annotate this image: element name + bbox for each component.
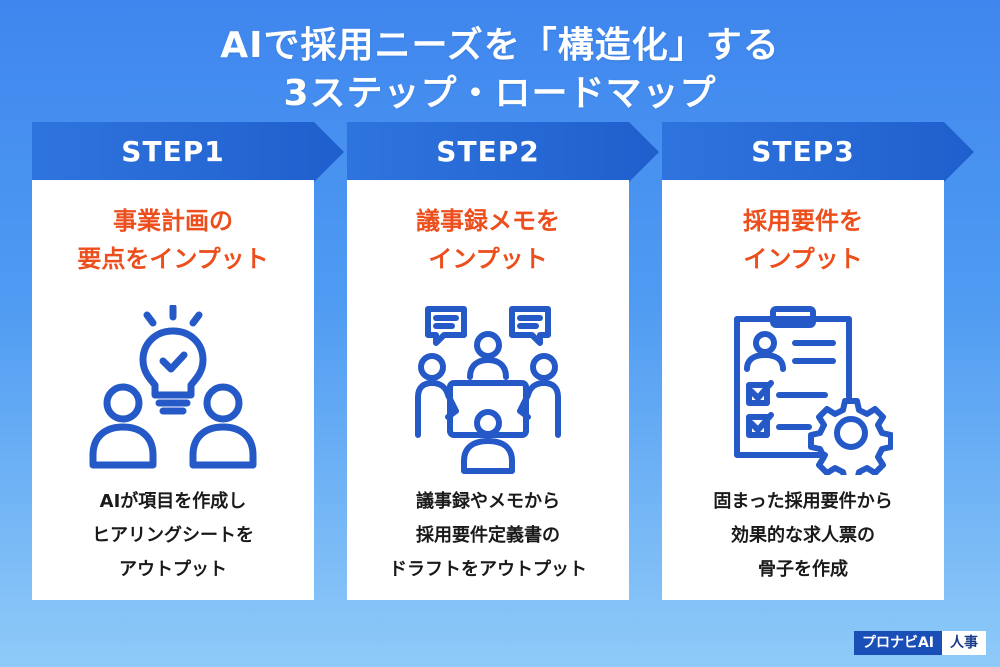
step-1-card: 事業計画の 要点をインプット AIが項	[32, 180, 314, 600]
step-1-description-line-2: ヒアリングシートを	[92, 525, 254, 546]
step-2-card: 議事録メモを インプット	[347, 180, 629, 600]
step-banner-arrow	[662, 122, 974, 182]
step-1-banner: STEP1	[32, 122, 344, 182]
step-1-description-line-1: AIが項目を作成し	[99, 491, 247, 512]
title-line-2: 3ステップ・ロードマップ	[283, 73, 717, 114]
step-3-description-line-3: 骨子を作成	[758, 559, 848, 580]
step-1-label: STEP1	[121, 135, 225, 168]
step-3-description-line-2: 効果的な求人票の	[731, 525, 875, 546]
step-3-description-line-1: 固まった採用要件から	[713, 491, 893, 512]
step-2-heading-line-1: 議事録メモを	[416, 207, 560, 235]
step-1: STEP1 事業計画の 要点をインプット	[32, 122, 344, 600]
step-1-heading-line-1: 事業計画の	[113, 207, 233, 235]
step-1-description-line-3: アウトプット	[119, 559, 227, 580]
brand-logo: プロナビAI 人事	[853, 631, 986, 655]
step-2-heading: 議事録メモを インプット	[347, 202, 629, 278]
step-2-description-line-2: 採用要件定義書の	[416, 525, 560, 546]
step-3-label: STEP3	[751, 135, 855, 168]
step-1-heading-line-2: 要点をインプット	[77, 245, 269, 273]
step-2-banner: STEP2	[347, 122, 659, 182]
step-2-description-line-1: 議事録やメモから	[416, 491, 560, 512]
step-2-label: STEP2	[436, 135, 540, 168]
title-line-1: AIで採用ニーズを「構造化」する	[220, 25, 780, 66]
meeting-table-icon	[415, 306, 561, 474]
page-title: AIで採用ニーズを「構造化」する 3ステップ・ロードマップ	[0, 22, 1000, 118]
step-3-heading-line-1: 採用要件を	[743, 207, 863, 235]
step-3-banner: STEP3	[662, 122, 974, 182]
step-2: STEP2 議事録メモを インプット	[347, 122, 659, 600]
step-banner-arrow	[347, 122, 659, 182]
step-3-description: 固まった採用要件から 効果的な求人票の 骨子を作成	[662, 485, 944, 587]
step-2-heading-line-2: インプット	[428, 245, 548, 273]
step-1-description: AIが項目を作成し ヒアリングシートを アウトプット	[32, 485, 314, 587]
lightbulb-two-people-icon	[89, 305, 257, 469]
step-2-description: 議事録やメモから 採用要件定義書の ドラフトをアウトプット	[347, 485, 629, 587]
step-2-description-line-3: ドラフトをアウトプット	[389, 559, 587, 580]
step-1-heading: 事業計画の 要点をインプット	[32, 202, 314, 278]
step-3-heading-line-2: インプット	[743, 245, 863, 273]
step-3: STEP3 採用要件を インプット	[662, 122, 974, 600]
clipboard-checklist-gear-icon	[734, 306, 893, 475]
brand-name: プロナビAI	[853, 631, 942, 655]
step-3-heading: 採用要件を インプット	[662, 202, 944, 278]
brand-suffix: 人事	[942, 631, 986, 655]
step-banner-arrow	[32, 122, 344, 182]
step-3-card: 採用要件を インプット	[662, 180, 944, 600]
